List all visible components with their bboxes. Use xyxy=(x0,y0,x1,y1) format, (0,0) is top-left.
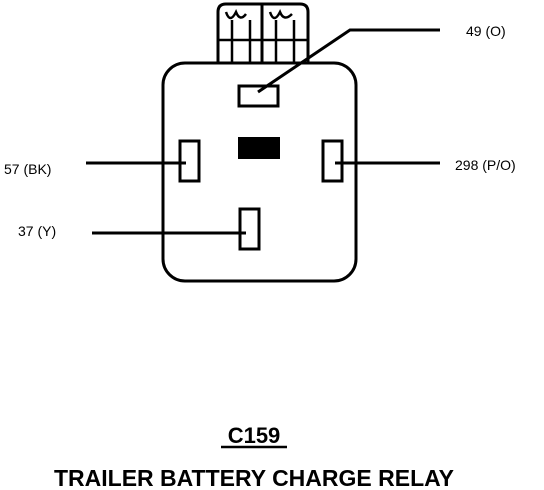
connector-name: TRAILER BATTERY CHARGE RELAY xyxy=(54,465,454,490)
pin-label-49: 49 (O) xyxy=(466,23,506,39)
connector-housing xyxy=(161,61,358,283)
connector-key xyxy=(238,137,280,159)
pin-label-298: 298 (P/O) xyxy=(455,157,516,173)
terminal-pin-57 xyxy=(178,139,201,183)
connector-locking-tab xyxy=(216,2,310,70)
terminal-pin-37 xyxy=(238,207,261,251)
terminal-pin-298 xyxy=(321,139,344,183)
connector-id: C159 xyxy=(228,423,281,448)
pin-label-57: 57 (BK) xyxy=(4,161,51,177)
leader-line-pin-49 xyxy=(257,28,440,94)
terminal-pin-49 xyxy=(237,84,280,108)
pin-label-37: 37 (Y) xyxy=(18,223,56,239)
